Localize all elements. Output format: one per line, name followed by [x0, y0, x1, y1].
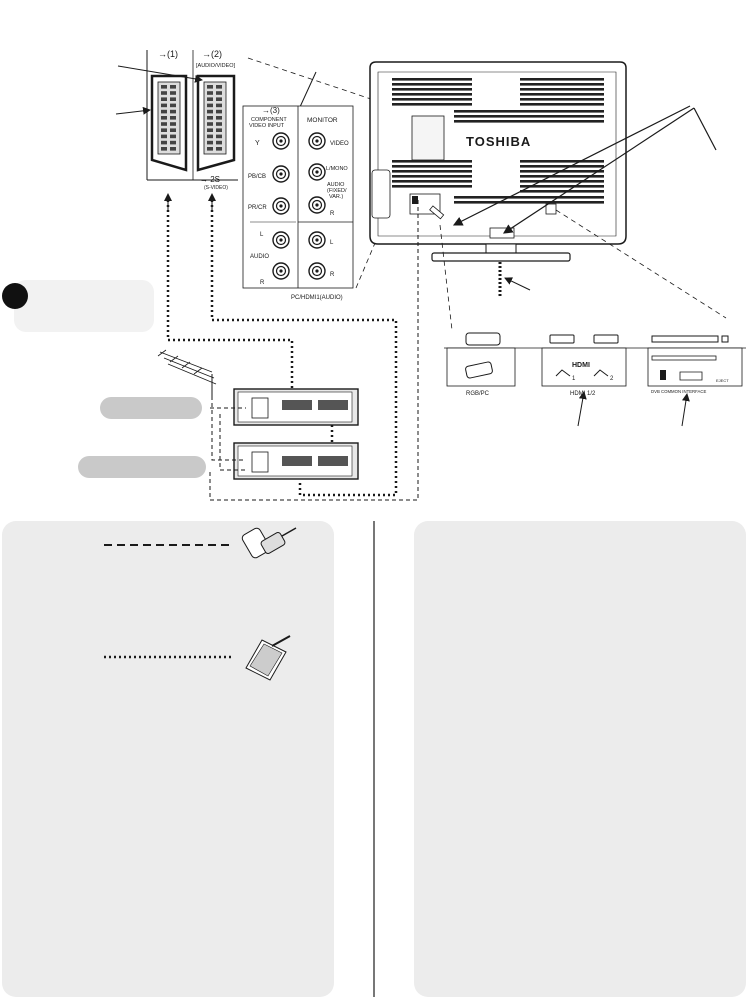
device-label-pill-2 — [78, 456, 206, 478]
video-label: VIDEO — [330, 141, 349, 147]
audio-fixed-2: (FIXED/ — [327, 188, 347, 194]
device-box-1 — [233, 388, 359, 426]
aerial-icon — [157, 349, 217, 396]
step-badge — [14, 280, 154, 332]
left-text-panel — [2, 521, 334, 997]
pb-label: PB/CB — [248, 174, 266, 180]
pc-r-label: R — [330, 272, 335, 278]
input3-header: →(3) — [262, 106, 280, 115]
pc-hdmi-audio-label: PC/HDMI1(AUDIO) — [291, 295, 343, 301]
audio-r-label: R — [260, 280, 265, 286]
aerial-cable-plug-icon — [241, 527, 297, 559]
audio-l-label: L — [260, 232, 264, 238]
monitor-label: MONITOR — [307, 117, 338, 124]
dvb-ci-label: DVB COMMON INTERFACE — [651, 389, 707, 394]
monitor-r-label: R — [330, 211, 335, 217]
hdmi-2-label: 2 — [610, 376, 614, 382]
audio-label: AUDIO — [250, 254, 269, 260]
scart2-label: →(2) — [202, 49, 222, 59]
svideo-sub-label: (S-VIDEO) — [204, 185, 228, 191]
audio-fixed-3: VAR.) — [329, 194, 343, 200]
audio-fixed-1: AUDIO — [327, 182, 345, 188]
component-input-panel: →(3) COMPONENT VIDEO INPUT MONITOR Y PB/… — [242, 105, 354, 301]
scart-cable-plug-icon — [245, 635, 291, 681]
svideo-2s-label: → 2S — [200, 175, 220, 184]
lmono-label: L/MONO — [326, 166, 348, 172]
step-badge-dot — [2, 283, 28, 309]
component-title-1: COMPONENT — [251, 117, 287, 123]
bottom-port-panels: RGB/PC HDMI 1 2 HDMI 1/2 EJECT DVB COMMO… — [444, 332, 746, 397]
pc-l-label: L — [330, 240, 334, 246]
component-title-2: VIDEO INPUT — [249, 123, 285, 129]
hdmi-logo: HDMI — [572, 362, 590, 369]
y-label: Y — [255, 140, 260, 147]
eject-label: EJECT — [716, 378, 729, 383]
right-text-panel — [414, 521, 746, 997]
rgb-pc-label: RGB/PC — [466, 391, 490, 397]
scart-panel: →(1) →(2) [AUDIO/VIDEO] → 2S (S-VIDEO) — [146, 49, 238, 191]
column-divider — [373, 521, 375, 997]
audio-video-label: [AUDIO/VIDEO] — [196, 63, 236, 69]
scart1-label: →(1) — [158, 49, 178, 59]
hdmi-1-label: 1 — [572, 376, 576, 382]
device-box-2 — [233, 442, 359, 480]
tv-brand: TOSHIBA — [466, 134, 531, 149]
cable-legend — [104, 527, 297, 681]
tv-rear-view: TOSHIBA — [369, 61, 627, 296]
pr-label: PR/CR — [248, 205, 267, 211]
device-label-pill-1 — [100, 397, 202, 419]
